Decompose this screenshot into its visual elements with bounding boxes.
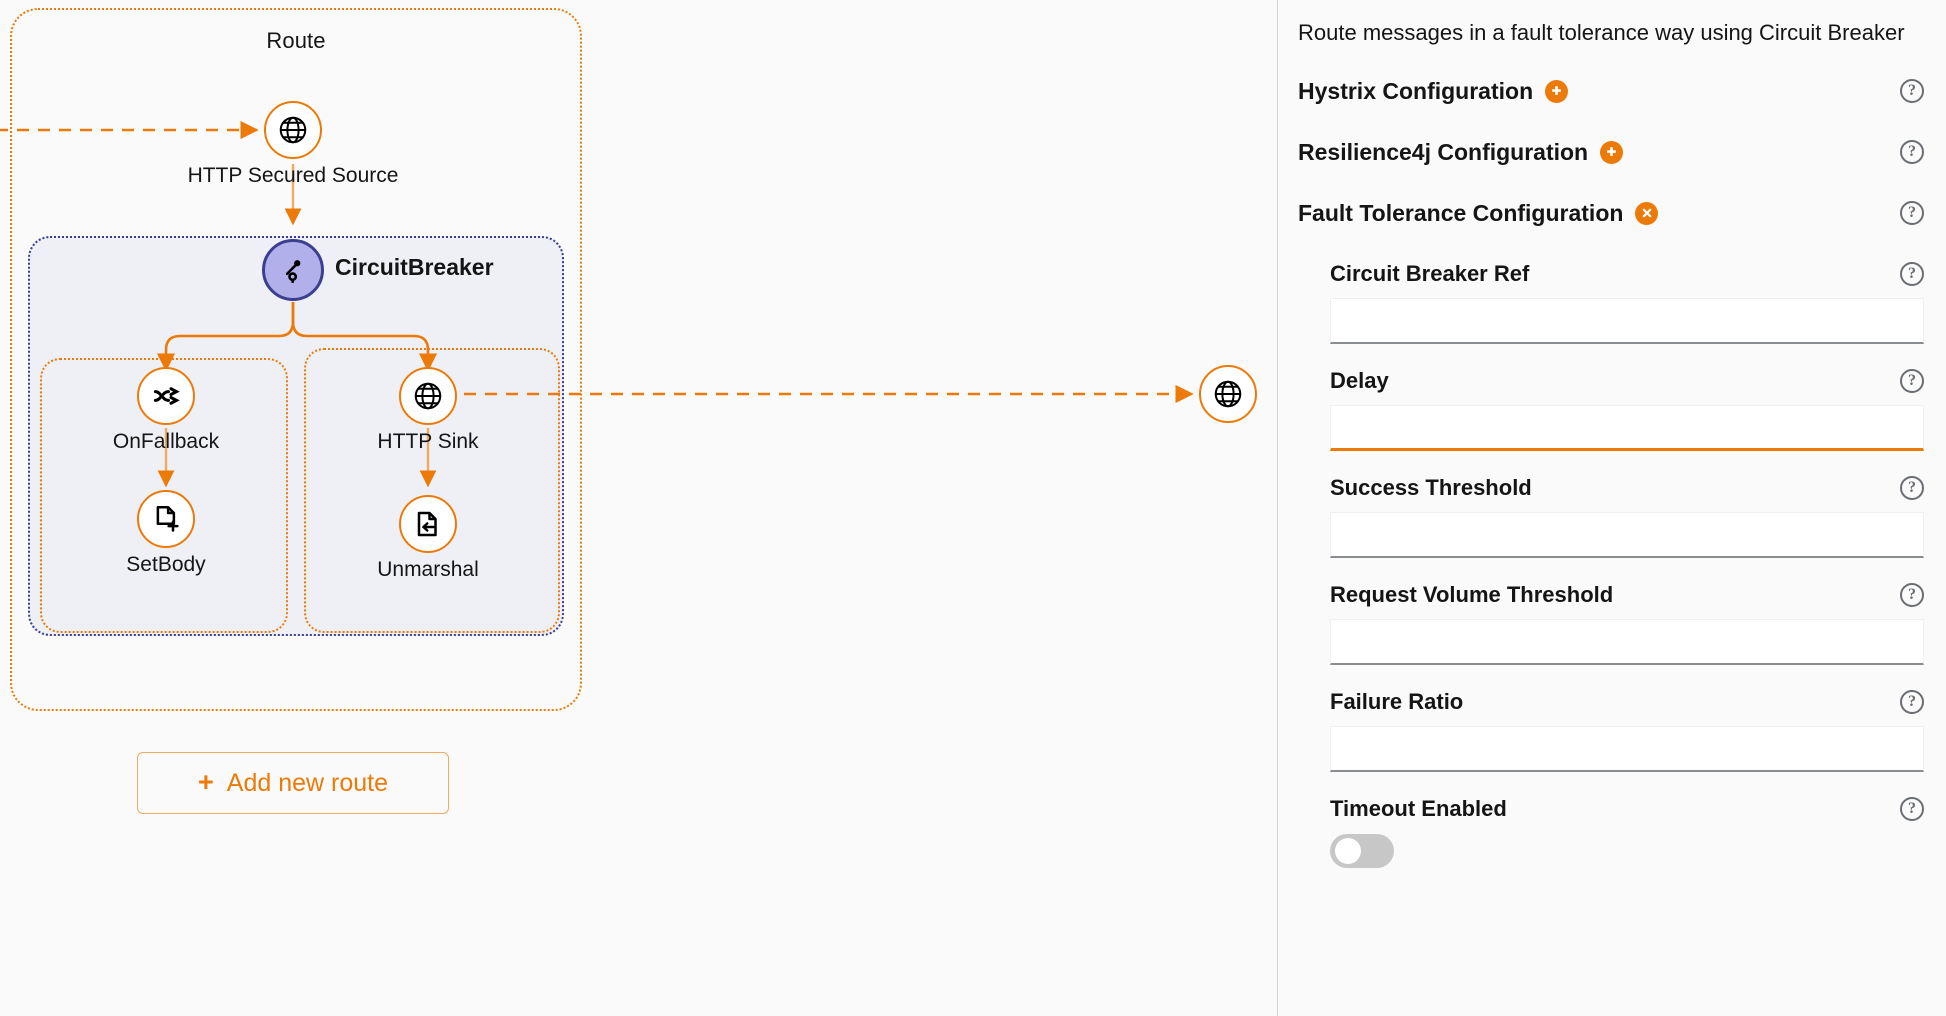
toggle-knob (1335, 837, 1361, 864)
delay-input[interactable] (1330, 404, 1924, 451)
add-resilience4j-icon[interactable] (1600, 140, 1624, 164)
help-icon[interactable]: ? (1900, 140, 1924, 165)
document-arrow-left-icon (399, 495, 457, 553)
section-title: Fault Tolerance Configuration (1298, 199, 1624, 226)
field-failure-ratio: Failure Ratio ? (1298, 689, 1924, 772)
request-volume-threshold-input[interactable] (1330, 618, 1924, 665)
section-hystrix[interactable]: Hystrix Configuration ? (1298, 78, 1924, 105)
add-new-route-label: Add new route (226, 768, 388, 797)
add-new-route-button[interactable]: + Add new route (137, 752, 449, 814)
section-resilience4j[interactable]: Resilience4j Configuration ? (1298, 139, 1924, 166)
http-sink-branch-container[interactable] (304, 348, 560, 633)
help-icon[interactable]: ? (1900, 689, 1924, 714)
help-icon[interactable]: ? (1900, 368, 1924, 393)
field-delay: Delay ? (1298, 368, 1924, 451)
route-title: Route (266, 28, 326, 53)
globe-icon (264, 101, 322, 159)
field-success-threshold: Success Threshold ? (1298, 475, 1924, 558)
config-panel: Route messages in a fault tolerance way … (1277, 0, 1946, 1016)
field-circuit-breaker-ref: Circuit Breaker Ref ? (1298, 261, 1924, 344)
node-label: HTTP Sink (377, 430, 479, 453)
help-icon[interactable]: ? (1900, 475, 1924, 500)
key-icon (262, 239, 324, 301)
section-title: Hystrix Configuration (1298, 77, 1534, 104)
globe-icon (399, 367, 457, 425)
section-fault-tolerance[interactable]: Fault Tolerance Configuration ? (1298, 200, 1924, 227)
route-canvas[interactable]: Route (0, 0, 1277, 1016)
field-label: Delay (1330, 367, 1389, 393)
plus-icon: + (198, 766, 214, 797)
help-icon[interactable]: ? (1900, 796, 1924, 821)
field-label: Circuit Breaker Ref (1330, 260, 1530, 286)
field-label: Request Volume Threshold (1330, 581, 1614, 607)
node-label: CircuitBreaker (335, 254, 494, 280)
remove-fault-tolerance-icon[interactable] (1635, 201, 1659, 225)
timeout-enabled-toggle[interactable] (1330, 833, 1394, 868)
node-label: SetBody (126, 553, 206, 576)
help-icon[interactable]: ? (1900, 79, 1924, 104)
node-label: OnFallback (112, 430, 220, 453)
help-icon[interactable]: ? (1900, 582, 1924, 607)
help-icon[interactable]: ? (1900, 201, 1924, 226)
field-label: Success Threshold (1330, 474, 1532, 500)
field-label: Timeout Enabled (1330, 795, 1507, 821)
field-request-volume-threshold: Request Volume Threshold ? (1298, 582, 1924, 665)
node-label: HTTP Secured Source (187, 164, 399, 187)
field-timeout-enabled: Timeout Enabled ? (1298, 796, 1924, 873)
panel-description: Route messages in a fault tolerance way … (1298, 20, 1905, 45)
node-label: Unmarshal (377, 558, 479, 581)
globe-icon (1199, 365, 1257, 423)
shuffle-icon (137, 367, 195, 425)
help-icon[interactable]: ? (1900, 261, 1924, 286)
document-plus-icon (137, 490, 195, 548)
success-threshold-input[interactable] (1330, 511, 1924, 558)
field-label: Failure Ratio (1330, 688, 1464, 714)
failure-ratio-input[interactable] (1330, 725, 1924, 772)
circuit-breaker-ref-input[interactable] (1330, 297, 1924, 344)
add-hystrix-icon[interactable] (1545, 79, 1569, 103)
section-title: Resilience4j Configuration (1298, 138, 1589, 165)
